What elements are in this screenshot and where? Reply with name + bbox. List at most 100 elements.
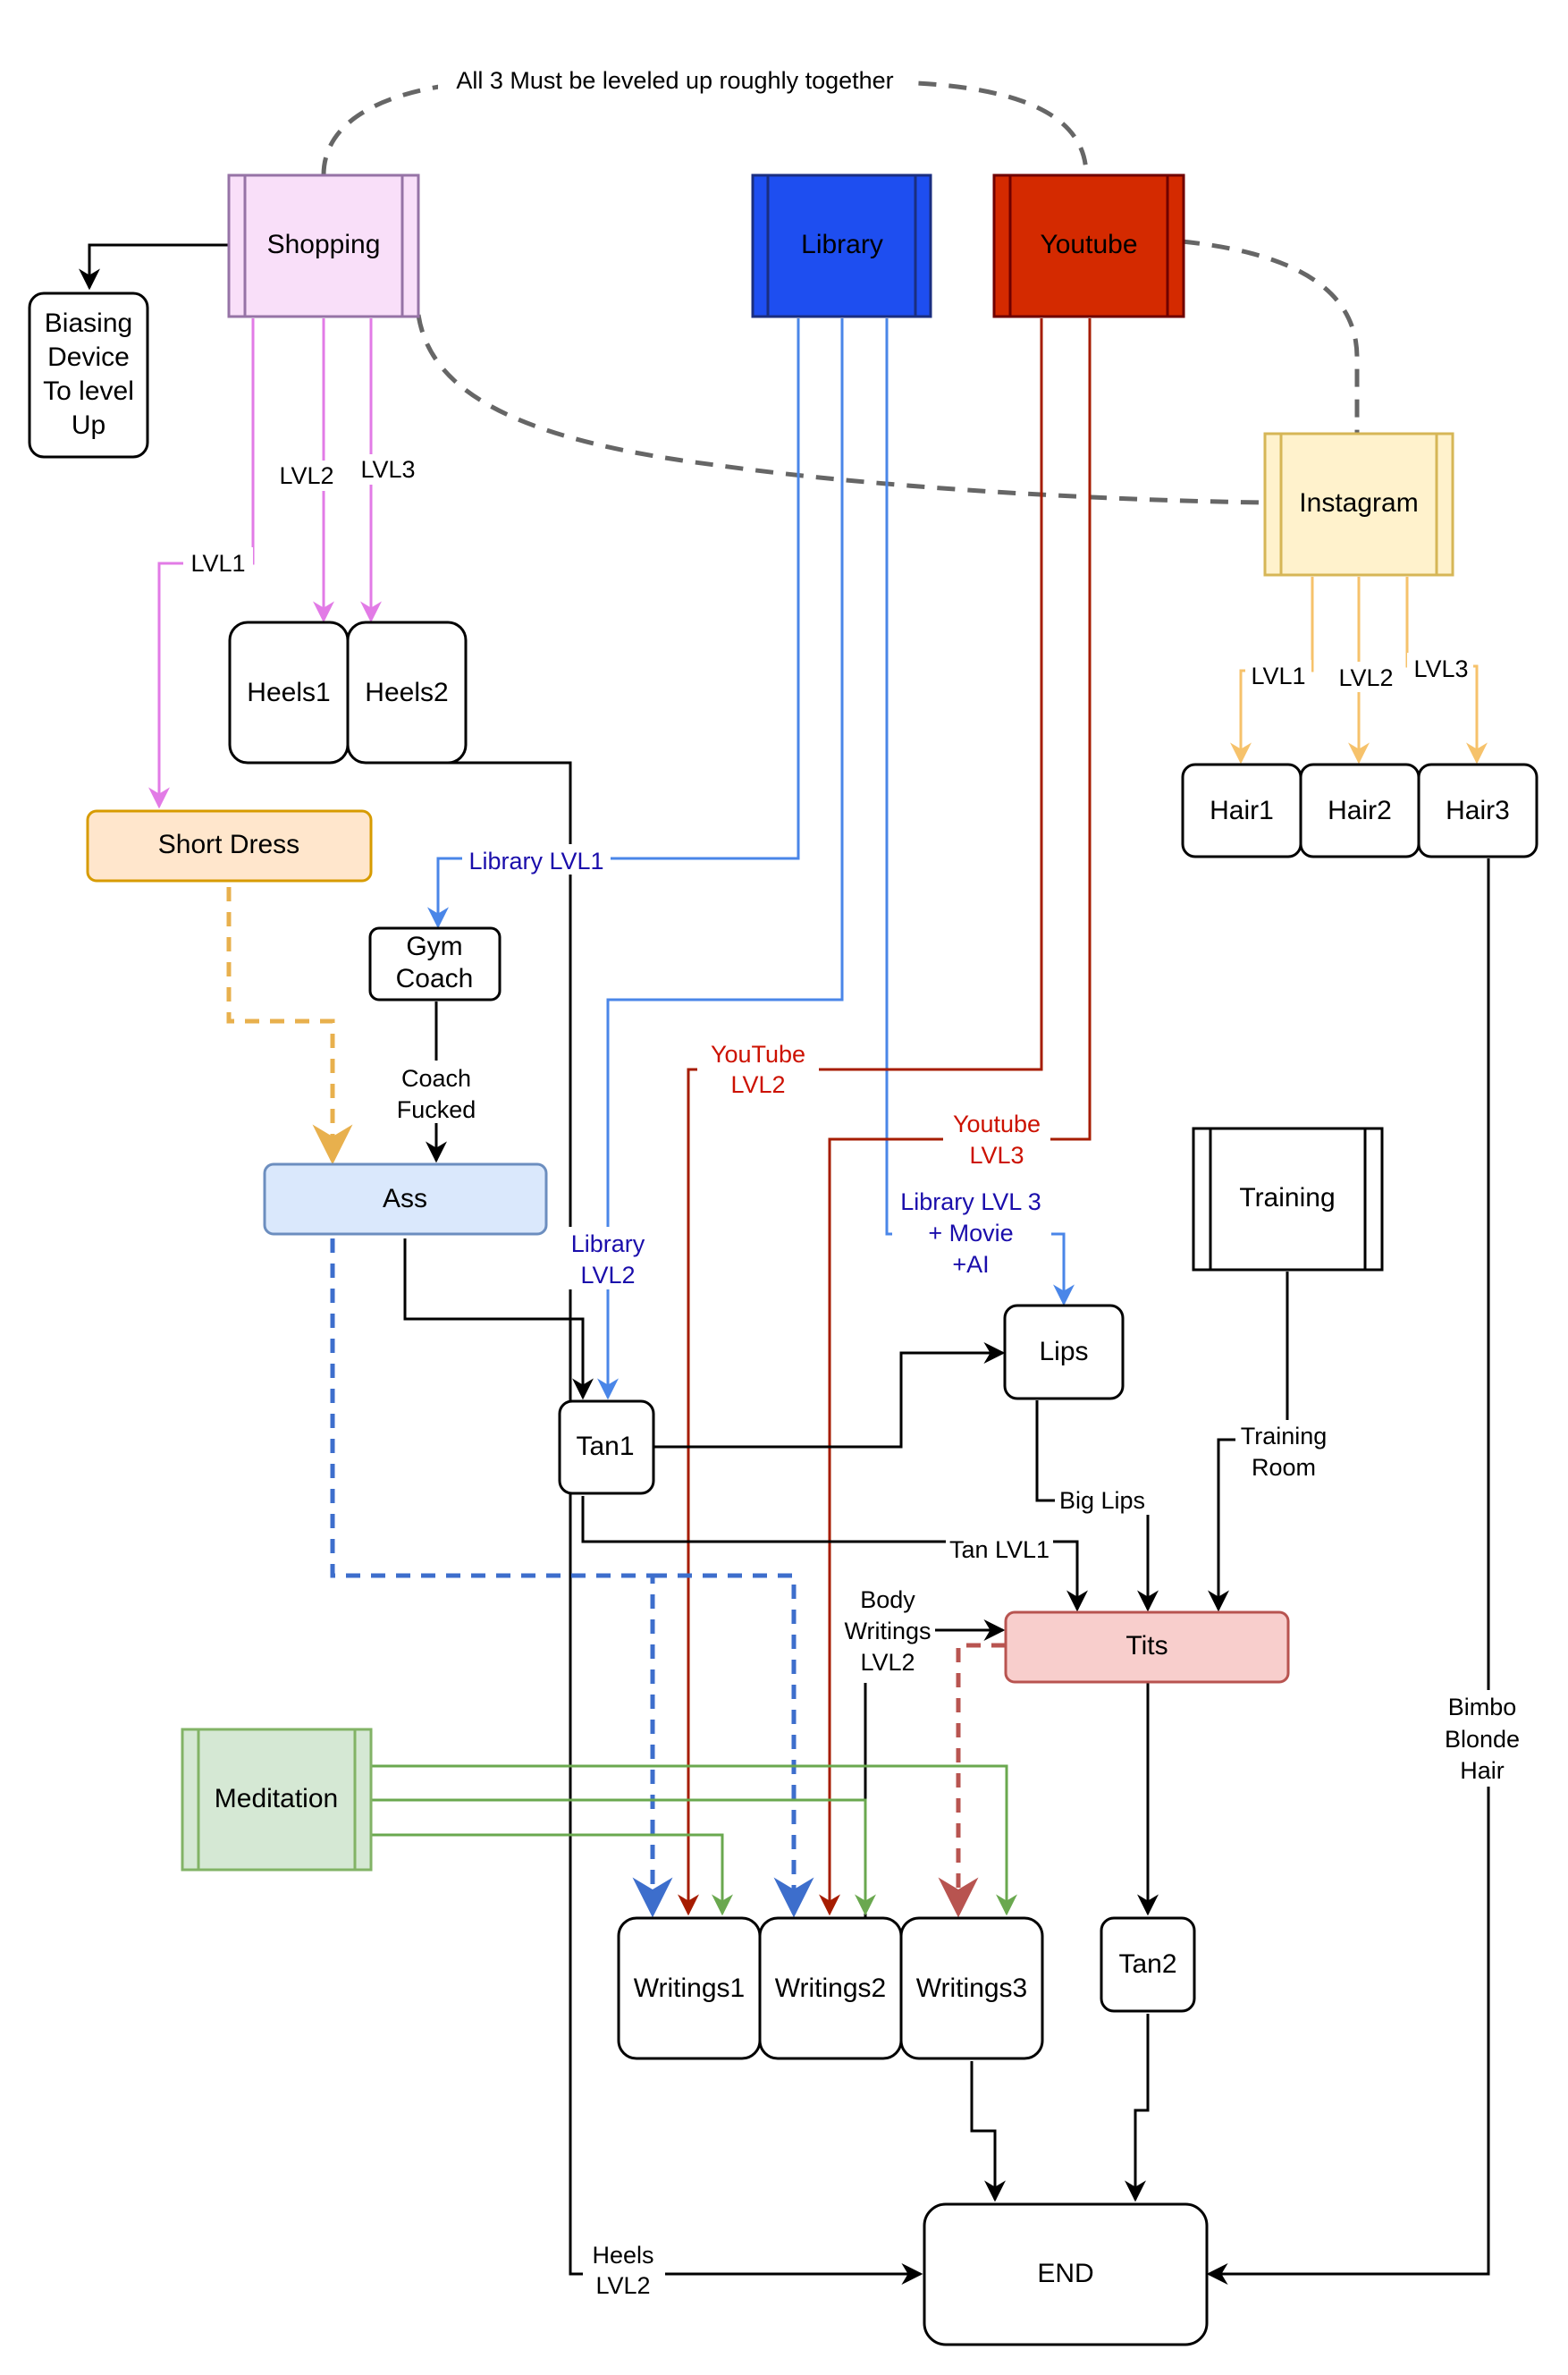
label-youtube-lvl3-line-2: LVL3: [969, 1142, 1024, 1169]
label-heels-lvl2-line-2: LVL2: [595, 2272, 650, 2299]
edge-ass-tan1: [403, 1238, 594, 1400]
writings1-node[interactable]: Writings1: [617, 1916, 762, 2060]
biasing-line-1: Biasing: [45, 308, 132, 338]
writings3-label: Writings3: [916, 1974, 1027, 2003]
label-big-lips: Big Lips: [1059, 1487, 1145, 1514]
edge-writings3-end: [970, 2061, 1006, 2202]
writings2-label: Writings2: [775, 1974, 886, 2003]
label-library-lvl3-line-2: + Movie: [928, 1220, 1013, 1247]
label-shop-lvl3: LVL3: [360, 456, 415, 483]
shopping-node[interactable]: Shopping: [227, 173, 420, 318]
youtube-label: Youtube: [1040, 230, 1137, 259]
edge-dress-ass: [226, 887, 353, 1165]
edge-heels-end: [429, 761, 923, 2285]
heels2-label: Heels2: [365, 678, 448, 707]
writings1-label: Writings1: [634, 1974, 745, 2003]
tits-label: Tits: [1125, 1631, 1168, 1661]
tan1-label: Tan1: [576, 1432, 634, 1461]
hair1-label: Hair1: [1210, 796, 1274, 825]
label-tan-lvl1: Tan LVL1: [949, 1536, 1050, 1563]
edge-meditation-writings3: [371, 1764, 1017, 1916]
heels1-node[interactable]: Heels1: [228, 621, 350, 765]
edge-shopping-biasing: [79, 243, 229, 291]
label-shop-lvl1: LVL1: [190, 550, 245, 577]
meditation-label: Meditation: [215, 1784, 338, 1813]
label-bimbo-line-3: Hair: [1460, 1757, 1505, 1784]
edge-hair3-end: [1206, 858, 1490, 2285]
training-label: Training: [1239, 1183, 1335, 1213]
label-body-writings-line-2: Writings: [844, 1618, 931, 1644]
short-dress-node[interactable]: Short Dress: [86, 809, 373, 883]
edge-tits-writings3: [938, 1643, 1006, 1918]
edge-tan2-end: [1125, 2014, 1150, 2202]
instagram-label: Instagram: [1299, 488, 1418, 518]
label-heels-lvl2-line-1: Heels: [592, 2242, 653, 2269]
lips-label: Lips: [1039, 1337, 1088, 1366]
instagram-node[interactable]: Instagram: [1263, 432, 1454, 577]
ass-label: Ass: [383, 1184, 427, 1213]
label-coach-fucked-line-1: Coach: [401, 1065, 471, 1092]
ass-node[interactable]: Ass: [263, 1162, 548, 1236]
edge-tan1-lips: [654, 1342, 1006, 1449]
library-label: Library: [801, 230, 883, 259]
hair1-node[interactable]: Hair1: [1181, 763, 1302, 858]
meditation-node[interactable]: Meditation: [181, 1728, 373, 1872]
label-youtube-lvl2-line-2: LVL2: [730, 1071, 785, 1098]
heels1-label: Heels1: [247, 678, 330, 707]
label-library-lvl2-line-2: LVL2: [580, 1262, 635, 1289]
edge-youtube-lvl2: [678, 318, 1043, 1916]
edge-tan1-tits: [581, 1496, 1088, 1612]
tan2-label: Tan2: [1118, 1949, 1176, 1979]
edge-library-lvl1: [427, 318, 800, 929]
youtube-node[interactable]: Youtube: [992, 173, 1185, 318]
label-bimbo-line-2: Blonde: [1445, 1726, 1520, 1753]
writings3-node[interactable]: Writings3: [899, 1916, 1044, 2060]
together-curve-youtube-instagram: [1181, 239, 1360, 434]
short-dress-label: Short Dress: [158, 830, 299, 859]
hair3-label: Hair3: [1446, 796, 1510, 825]
training-node[interactable]: Training: [1192, 1127, 1384, 1272]
label-youtube-lvl2-line-1: YouTube: [711, 1041, 805, 1068]
label-library-lvl2-line-1: Library: [571, 1230, 645, 1257]
biasing-line-4: Up: [72, 410, 105, 440]
edge-meditation-writings2: [371, 1798, 876, 1916]
edge-labels: All 3 Must be leveled up roughly togethe…: [183, 63, 1529, 2302]
label-coach-fucked-line-2: Fucked: [397, 1096, 476, 1123]
label-training-room-line-1: Training: [1241, 1423, 1328, 1450]
edge-library-lvl2: [597, 318, 844, 1400]
label-library-lvl3-line-1: Library LVL 3: [900, 1188, 1041, 1215]
label-youtube-lvl3-line-1: Youtube: [953, 1111, 1041, 1137]
hair2-node[interactable]: Hair2: [1299, 763, 1420, 858]
label-body-writings-line-1: Body: [860, 1586, 915, 1613]
label-insta-lvl3: LVL3: [1413, 655, 1468, 682]
hair3-node[interactable]: Hair3: [1417, 763, 1538, 858]
library-node[interactable]: Library: [751, 173, 932, 318]
gym-coach-line-1: Gym: [406, 932, 462, 961]
tan1-node[interactable]: Tan1: [558, 1399, 655, 1495]
heels2-node[interactable]: Heels2: [346, 621, 468, 765]
label-body-writings-line-3: LVL2: [860, 1649, 915, 1676]
biasing-line-3: To level: [43, 376, 134, 406]
biasing-device-node[interactable]: Biasing Device To level Up: [28, 292, 149, 459]
label-training-room-line-2: Room: [1252, 1454, 1316, 1481]
gym-coach-line-2: Coach: [396, 964, 474, 993]
nodes: Shopping Library Youtube Instagram Biasi…: [28, 173, 1538, 2346]
tan2-node[interactable]: Tan2: [1100, 1916, 1196, 2013]
label-together: All 3 Must be leveled up roughly togethe…: [456, 67, 893, 94]
end-label: END: [1037, 2259, 1093, 2288]
gym-coach-node[interactable]: Gym Coach: [368, 926, 502, 1002]
label-shop-lvl2: LVL2: [279, 462, 333, 489]
writings2-node[interactable]: Writings2: [758, 1916, 903, 2060]
biasing-line-2: Device: [47, 342, 130, 372]
tits-node[interactable]: Tits: [1004, 1610, 1290, 1684]
edge-ass-writings1: [330, 1238, 673, 1918]
end-node[interactable]: END: [923, 2202, 1209, 2346]
lips-node[interactable]: Lips: [1003, 1304, 1125, 1400]
shopping-label: Shopping: [267, 230, 381, 259]
edge-meditation-writings1: [371, 1833, 733, 1916]
together-curve-shopping-instagram: [416, 314, 1266, 505]
label-insta-lvl2: LVL2: [1338, 664, 1393, 691]
label-library-lvl3-line-3: +AI: [952, 1251, 989, 1278]
label-insta-lvl1: LVL1: [1251, 663, 1305, 689]
